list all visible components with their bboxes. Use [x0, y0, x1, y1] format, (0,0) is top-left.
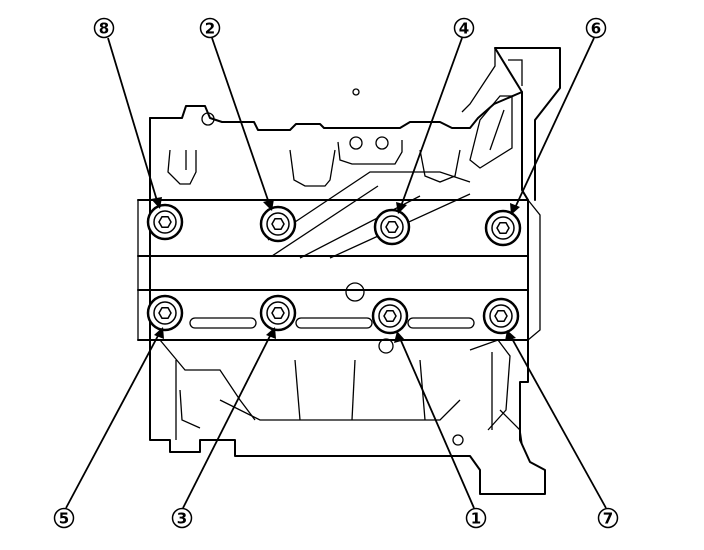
callout-8: 8	[93, 17, 115, 39]
arrowhead-3	[266, 327, 276, 339]
bolt-2	[259, 205, 297, 243]
leader-line-8	[107, 37, 159, 205]
callout-5-label: 5	[59, 510, 69, 528]
block-outline	[149, 47, 561, 495]
callout-2-label: 2	[205, 20, 215, 38]
leader-line-7	[509, 334, 607, 509]
callout-1: 1	[465, 507, 487, 529]
bolt-6	[484, 209, 522, 247]
arrowhead-4	[396, 202, 407, 214]
leader-line-4	[399, 37, 463, 210]
bolt-7	[482, 297, 520, 335]
arrowhead-7	[505, 330, 516, 341]
callout-5: 5	[53, 507, 75, 529]
callout-2: 2	[199, 17, 221, 39]
bolt-1	[371, 297, 409, 335]
arrowhead-6	[510, 203, 520, 215]
callout-6: 6	[585, 17, 607, 39]
leader-line-5	[65, 331, 161, 509]
bolt-3	[259, 294, 297, 332]
callouts: 8 2 4 6 5 3 1 7	[53, 17, 619, 529]
bolt-5	[146, 294, 184, 332]
bearing-cap-band	[137, 199, 541, 354]
callout-3-label: 3	[177, 510, 187, 528]
lower-crankcase	[159, 339, 523, 446]
leader-line-6	[513, 37, 595, 211]
leader-lines	[65, 37, 607, 509]
arrowhead-8	[151, 197, 162, 209]
bolt-8	[146, 203, 184, 241]
callout-7: 7	[597, 507, 619, 529]
callout-6-label: 6	[591, 20, 601, 38]
callout-7-label: 7	[603, 510, 613, 528]
callout-3: 3	[171, 507, 193, 529]
callout-1-label: 1	[471, 510, 481, 528]
bolts	[146, 203, 522, 335]
arrowhead-1	[394, 331, 405, 343]
leader-line-3	[182, 331, 273, 509]
leader-line-1	[398, 335, 475, 509]
bolt-4	[373, 208, 411, 246]
callout-4-label: 4	[459, 20, 469, 38]
callout-8-label: 8	[99, 20, 109, 38]
arrowhead-2	[263, 199, 274, 211]
callout-4: 4	[453, 17, 475, 39]
arrowhead-5	[154, 327, 164, 339]
leader-line-2	[211, 37, 271, 207]
